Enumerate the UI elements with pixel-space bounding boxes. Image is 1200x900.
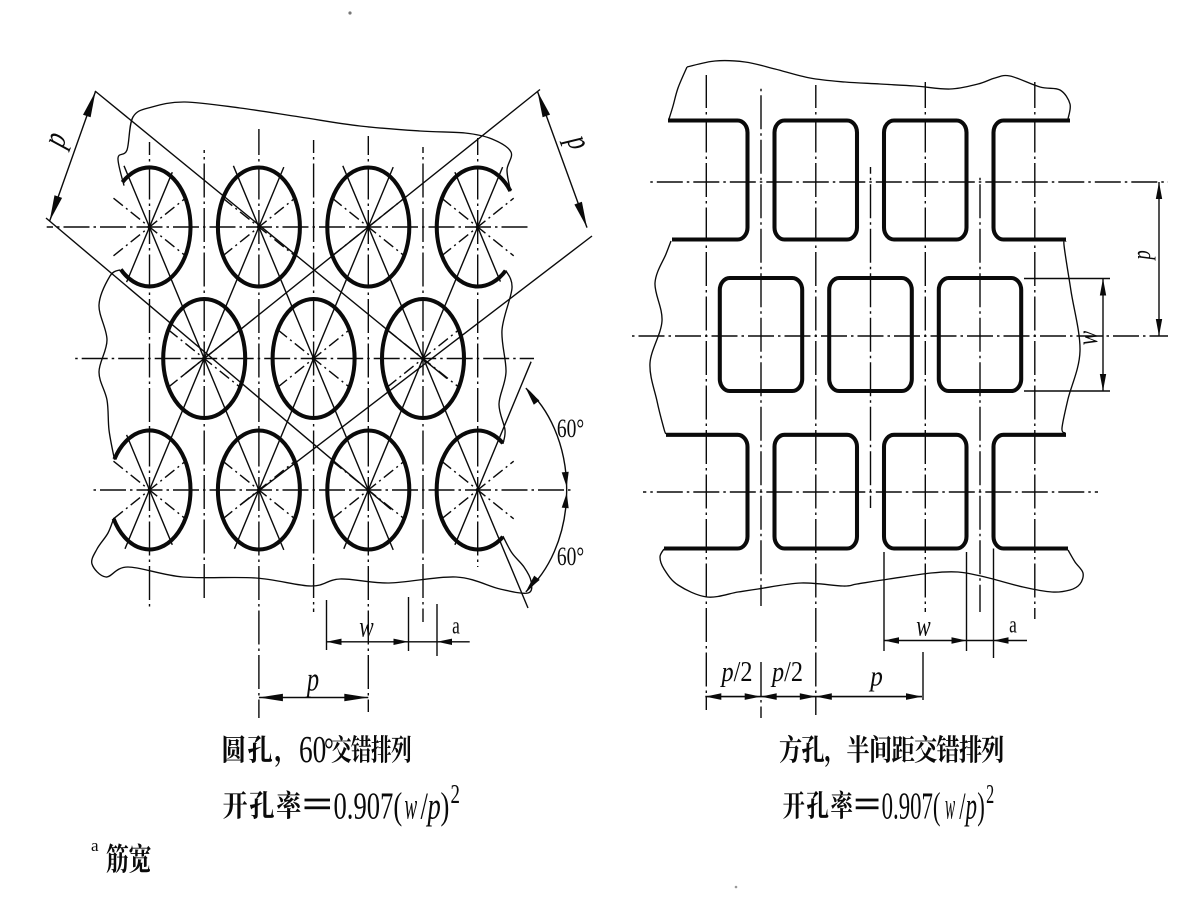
svg-text:a: a: [1009, 611, 1017, 639]
svg-text:60°: 60°: [557, 414, 584, 442]
svg-text:w: w: [359, 610, 374, 643]
svg-text:w: w: [1071, 330, 1104, 345]
svg-text:): ): [977, 785, 985, 827]
svg-text:a: a: [91, 836, 99, 855]
svg-text:w: w: [405, 786, 418, 828]
svg-text:w: w: [945, 786, 956, 828]
svg-text:/: /: [421, 786, 429, 828]
svg-text:p: p: [964, 785, 977, 827]
svg-text:p/2: p/2: [770, 655, 803, 687]
svg-text:°: °: [324, 732, 334, 769]
svg-text:w: w: [916, 609, 931, 642]
svg-text:a: a: [452, 612, 460, 640]
svg-text:2: 2: [451, 780, 460, 810]
svg-text:60°: 60°: [557, 542, 584, 570]
svg-text:/: /: [959, 785, 966, 827]
svg-text:p: p: [305, 662, 319, 699]
svg-text:2: 2: [986, 779, 994, 809]
svg-text:0.907(: 0.907(: [334, 786, 403, 828]
svg-text:p: p: [426, 786, 441, 828]
svg-text:p/2: p/2: [720, 655, 753, 687]
svg-text:): ): [441, 786, 450, 828]
svg-text:60: 60: [299, 729, 326, 771]
svg-text:p: p: [1127, 250, 1156, 261]
svg-text:0.907(: 0.907(: [882, 785, 941, 827]
svg-text:p: p: [868, 660, 882, 692]
